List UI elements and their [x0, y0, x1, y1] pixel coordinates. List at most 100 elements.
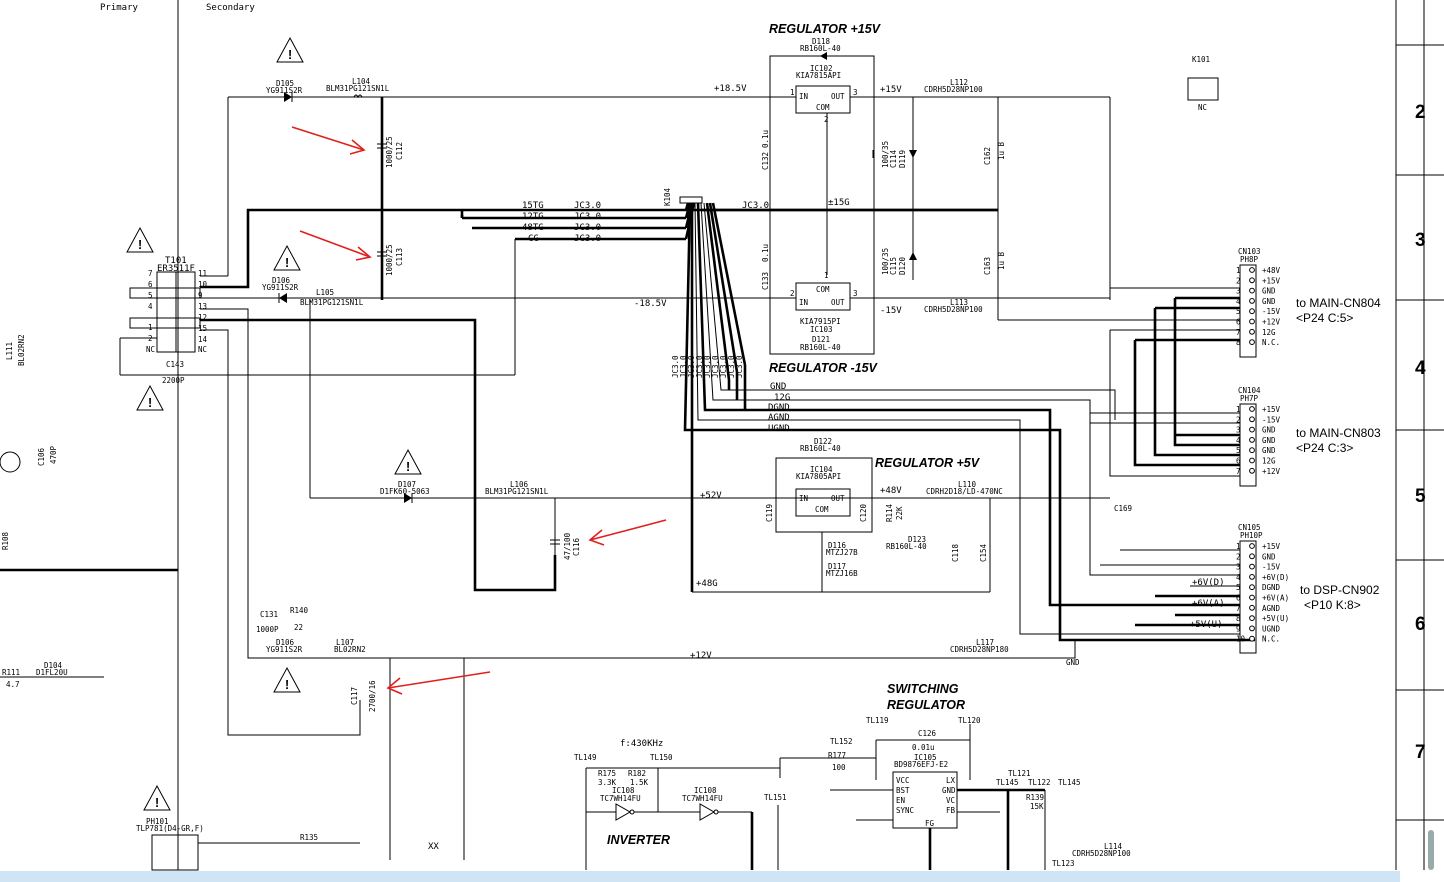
svg-text:D1FK60-5063: D1FK60-5063 — [380, 487, 430, 496]
svg-text:K104: K104 — [663, 187, 672, 206]
svg-text:IC108: IC108 — [612, 786, 635, 795]
tl150: TL150 — [650, 753, 673, 762]
connector-pin — [1249, 563, 1255, 570]
svg-text:C133: C133 — [761, 272, 770, 290]
inductor-l110: L110 CDRH2D18/LD-470NC — [926, 480, 1003, 496]
svg-text:0.1u: 0.1u — [761, 244, 770, 262]
connector-k104: K104 JC3.0 JC3.0 JC3.0 JC3.0 JC3.0 JC3.0… — [663, 187, 1255, 642]
vertical-scrollbar-thumb[interactable] — [1428, 830, 1434, 870]
capacitor-c118: C118 — [951, 543, 960, 562]
svg-text:6: 6 — [148, 280, 153, 289]
svg-text:FB: FB — [946, 806, 956, 815]
diode-d116: D116 MTZJ27B — [826, 541, 858, 557]
pin-label: +48V — [1262, 266, 1281, 275]
connector-pin — [1249, 625, 1255, 632]
svg-text:CDRH5D28NP180: CDRH5D28NP180 — [950, 645, 1009, 654]
horizontal-scrollbar[interactable] — [0, 871, 1400, 882]
pin-number: 3 — [1236, 287, 1241, 296]
capacitor-c117: C117 2700/16 — [350, 680, 377, 712]
svg-text:CDRH5D28NP100: CDRH5D28NP100 — [924, 305, 983, 314]
svg-text:D118: D118 — [812, 37, 831, 46]
connector-pin — [1249, 308, 1255, 315]
svg-text:C106: C106 — [37, 447, 46, 466]
inductor-l117: L117 CDRH5D28NP180 — [950, 638, 1009, 654]
rail-p6a: +6V(A) — [1192, 599, 1225, 609]
svg-text:1: 1 — [824, 271, 829, 280]
svg-text:C119: C119 — [765, 504, 774, 522]
svg-text:JC3.0: JC3.0 — [742, 201, 769, 211]
ic108-gate-b: IC108 TC7WH14FU — [682, 786, 723, 821]
capacitor-c163: C163 1u B — [983, 251, 1006, 275]
zone-5: 5 — [1415, 486, 1426, 507]
svg-text:C118: C118 — [951, 543, 960, 562]
pin-number: 7 — [1236, 467, 1241, 476]
connector-pin — [1249, 406, 1255, 412]
rail-p15: +15V — [880, 85, 902, 95]
svg-text:ER3511F: ER3511F — [157, 264, 195, 274]
pin-label: +12V — [1262, 467, 1281, 476]
svg-text:PH8P: PH8P — [1240, 255, 1259, 264]
diode-d121: D121 RB160L-40 — [800, 335, 841, 352]
svg-text:YG911S2R: YG911S2R — [266, 86, 303, 95]
svg-text:RB160L-40: RB160L-40 — [800, 444, 841, 453]
svg-text:R175: R175 — [598, 769, 616, 778]
svg-text:JC3.0: JC3.0 — [574, 234, 601, 244]
connector-pin — [1249, 467, 1255, 474]
svg-text:MTZJ16B: MTZJ16B — [826, 569, 858, 578]
pin-number: 3 — [1236, 426, 1241, 435]
connector-pin — [1249, 328, 1255, 335]
svg-text:12: 12 — [198, 313, 207, 322]
warning-icon: ! — [273, 244, 301, 271]
capacitor-c131: C131 1000P — [256, 610, 279, 634]
zone-3: 3 — [1415, 230, 1426, 251]
svg-text:TL121: TL121 — [1008, 769, 1031, 778]
inductor-l106: L106 BLM31PG121SN1L — [485, 480, 549, 496]
svg-text:COM: COM — [816, 103, 830, 112]
svg-text:C114: C114 — [889, 149, 898, 168]
svg-text:BLM31PG121SN1L: BLM31PG121SN1L — [485, 487, 549, 496]
svg-text:C116: C116 — [572, 537, 581, 556]
svg-text:TL145: TL145 — [996, 778, 1019, 787]
svg-text:15TG: 15TG — [522, 201, 544, 211]
svg-text:IC102: IC102 — [810, 64, 833, 73]
swreg-title2: REGULATOR — [887, 698, 965, 712]
pin-label: -15V — [1262, 307, 1281, 316]
svg-text:L113: L113 — [950, 298, 968, 307]
connector-pin — [1249, 457, 1255, 464]
svg-text:LX: LX — [946, 776, 956, 785]
resistor-r182: R182 1.5K — [628, 769, 649, 787]
svg-text:BL02RN2: BL02RN2 — [334, 645, 366, 654]
svg-text:TL145: TL145 — [1058, 778, 1081, 787]
connector-pin — [1249, 604, 1255, 611]
svg-text:TL150: TL150 — [650, 753, 673, 762]
svg-text:D117: D117 — [828, 562, 846, 571]
relay-k101: K101 NC — [1187, 55, 1219, 112]
tl123: TL123 — [1052, 859, 1075, 868]
svg-text:SYNC: SYNC — [896, 806, 914, 815]
svg-text:12G: 12G — [774, 393, 790, 403]
pin-label: +6V(A) — [1262, 594, 1289, 603]
photocoupler-ph101: PH101 TLP781(D4-GR,F) — [136, 817, 204, 871]
warning-icon: ! — [143, 784, 171, 811]
warning-icon: ! — [394, 448, 422, 475]
inverter-title: INVERTER — [607, 833, 670, 847]
connector-pin — [1249, 543, 1255, 549]
pin-number: 5 — [1236, 583, 1241, 592]
capacitor-c115: 100/35 C115 — [881, 248, 898, 275]
svg-text:13: 13 — [198, 302, 207, 311]
pin-number: 4 — [1236, 573, 1241, 582]
connector-pin — [1249, 615, 1255, 621]
svg-text:EN: EN — [896, 796, 905, 805]
svg-text:C112: C112 — [395, 142, 404, 160]
svg-text:YG911S2R: YG911S2R — [262, 283, 299, 292]
ic105: IC105 BD9876EFJ-E2 VCC BST EN SYNC LX GN… — [892, 753, 958, 829]
svg-text:UGND: UGND — [768, 424, 790, 434]
pin-number: 1 — [1236, 542, 1241, 551]
connector-pin — [1249, 584, 1255, 591]
tl149: TL149 — [574, 753, 597, 762]
tl122: TL122 — [1028, 778, 1051, 787]
svg-text:R177: R177 — [828, 751, 846, 760]
pin-number: 2 — [1236, 552, 1241, 561]
pin-label: 12G — [1262, 328, 1276, 337]
svg-text:D121: D121 — [812, 335, 830, 344]
